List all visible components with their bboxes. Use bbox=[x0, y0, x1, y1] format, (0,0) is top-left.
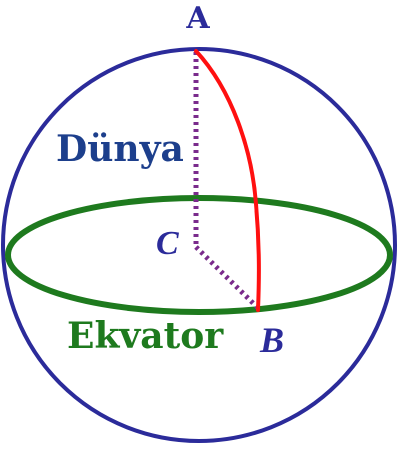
sphere-outline bbox=[1, 47, 397, 443]
point-b-label: B bbox=[259, 320, 284, 360]
equator-label: Ekvator bbox=[67, 315, 224, 357]
point-c-label: C bbox=[156, 225, 179, 262]
radius-cb bbox=[194, 245, 260, 310]
arc-ab bbox=[194, 49, 261, 312]
earth-label: Dünya bbox=[56, 128, 184, 170]
equator-ellipse bbox=[5, 195, 393, 315]
point-a-label: A bbox=[185, 1, 210, 36]
